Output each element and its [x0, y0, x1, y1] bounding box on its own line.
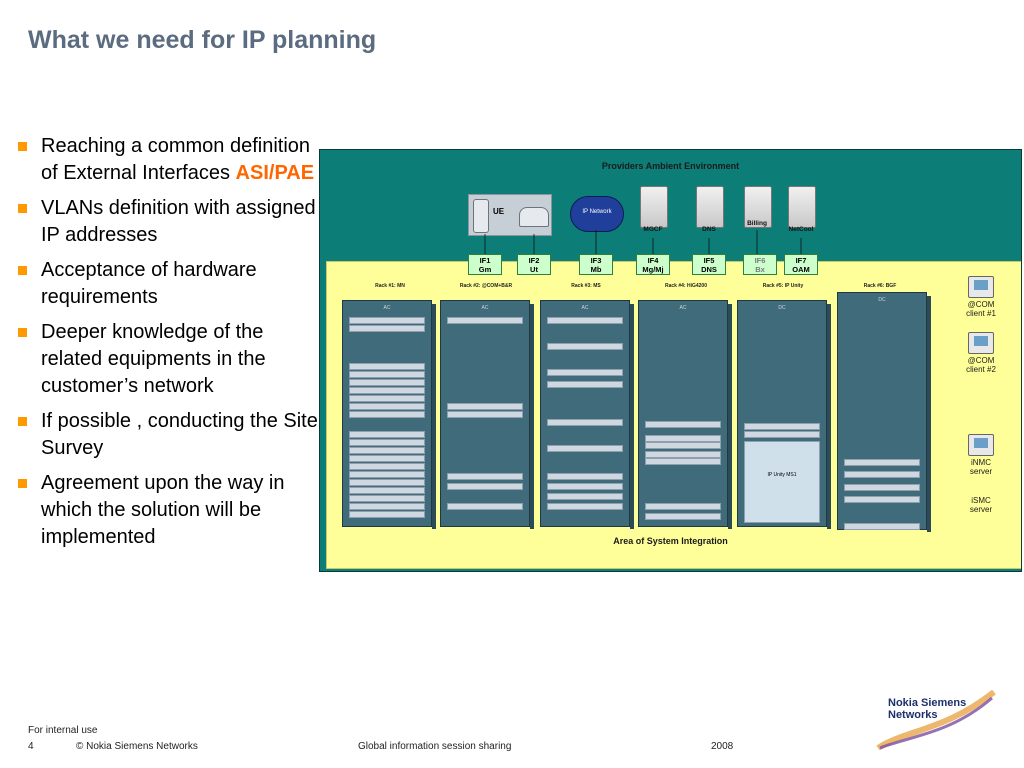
rack-label: Rack #3: MS: [571, 283, 601, 289]
server-label: MGCF: [643, 226, 663, 233]
rack: AC: [638, 300, 732, 529]
bullet-square-icon: [18, 328, 27, 337]
footer-internal: For internal use: [28, 725, 98, 736]
computer-icon: [968, 276, 994, 298]
bullet-square-icon: [18, 417, 27, 426]
highlight-text: ASI/PAE: [235, 162, 315, 184]
bullet-item: Agreement upon the way in which the solu…: [18, 470, 318, 551]
bullet-list: Reaching a common definition of External…: [18, 133, 318, 559]
logo-wave-icon: [876, 690, 996, 750]
mobile-phone-icon: [473, 199, 489, 233]
footer-copyright: © Nokia Siemens Networks: [76, 741, 198, 752]
rack: DC IP Unity MS1: [737, 300, 831, 529]
server-icon: [788, 186, 816, 228]
server-icon: [696, 186, 724, 228]
rack: AC: [440, 300, 534, 529]
rack: AC: [540, 300, 634, 529]
bullet-item: VLANs definition with assigned IP addres…: [18, 195, 318, 249]
bullet-square-icon: [18, 266, 27, 275]
desk-phone-icon: [519, 207, 549, 227]
bullet-square-icon: [18, 204, 27, 213]
server-label: DNS: [702, 226, 716, 233]
area-title: Area of System Integration: [613, 536, 728, 546]
server-label: NetCool: [788, 226, 814, 233]
ip-unity-box: IP Unity MS1: [744, 441, 820, 523]
rack-label: Rack #4: HiG4200: [665, 283, 707, 289]
server-label: Billing: [747, 220, 767, 227]
env-title: Providers Ambient Environment: [601, 161, 740, 171]
rack-label: Rack #2: @COM+B&R: [459, 283, 513, 289]
footer-session: Global information session sharing: [358, 741, 512, 752]
bullet-item: If possible , conducting the Site Survey: [18, 408, 318, 462]
ue-box: UE: [468, 194, 552, 236]
rack-label: Rack #1: MN: [375, 283, 405, 289]
slide-title: What we need for IP planning: [28, 26, 377, 54]
rack-label: Rack #6: BGF: [863, 283, 897, 289]
ip-network-cloud-icon: IP Network: [570, 196, 624, 232]
bullet-item: Deeper knowledge of the related equipmen…: [18, 319, 318, 400]
footer-year: 2008: [711, 741, 734, 752]
network-diagram: Providers Ambient Environment UE IP Netw…: [319, 149, 1022, 572]
bullet-square-icon: [18, 479, 27, 488]
bullet-item: Acceptance of hardware requirements: [18, 257, 318, 311]
bullet-square-icon: [18, 142, 27, 151]
rack-label: Rack #5: IP Unity: [762, 283, 804, 289]
page-number: 4: [28, 741, 34, 752]
connector-lines: [484, 230, 802, 254]
bullet-item: Reaching a common definition of External…: [18, 133, 318, 187]
server-icon: [744, 186, 772, 228]
server-icon: [640, 186, 668, 228]
rack: DC: [837, 292, 931, 532]
computer-icon: [968, 332, 994, 354]
computer-icon: [968, 434, 994, 456]
rack: AC: [342, 300, 436, 529]
